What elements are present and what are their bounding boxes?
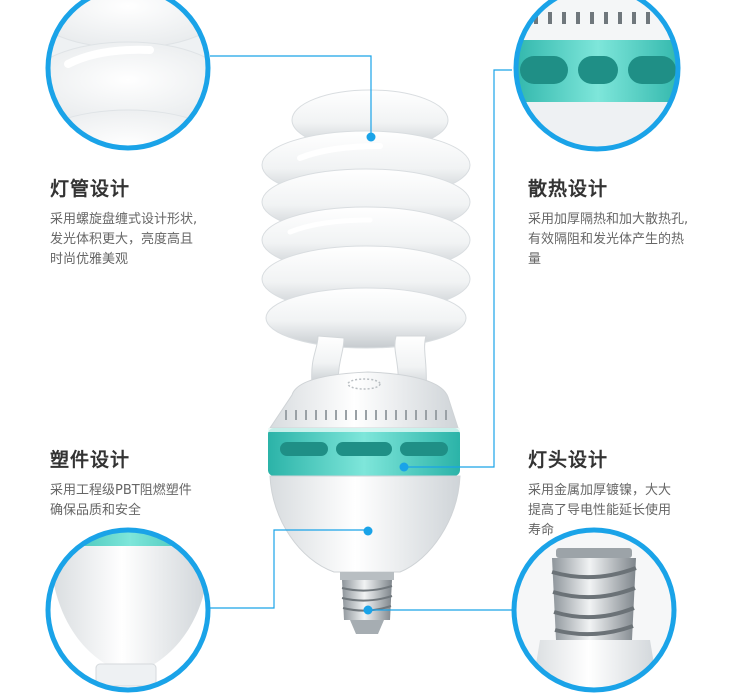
desc-line: 发光体积更大，亮度高且 — [50, 232, 194, 247]
feature-heat: 散热设计 采用加厚隔热和加大散热孔, 有效隔阻和发光体产生的热 量 — [528, 174, 738, 270]
desc-line: 量 — [528, 252, 542, 267]
feature-cap: 灯头设计 采用金属加厚镀镍，大大 提高了导电性能延长使用 寿命 — [528, 445, 738, 541]
desc-line: 寿命 — [528, 523, 555, 538]
desc-line: 采用金属加厚镀镍，大大 — [528, 483, 672, 498]
detail-circle-plastic — [45, 527, 211, 693]
feature-plastic: 塑件设计 采用工程级PBT阻燃塑件 确保品质和安全 — [50, 445, 260, 521]
feature-desc: 采用螺旋盘缠式设计形状, 发光体积更大，亮度高且 时尚优雅美观 — [50, 210, 260, 270]
feature-title: 散热设计 — [528, 178, 609, 200]
feature-title: 灯头设计 — [528, 449, 609, 471]
desc-line: 有效隔阻和发光体产生的热 — [528, 232, 685, 247]
callout-dots — [363, 132, 409, 615]
feature-title: 灯管设计 — [50, 178, 131, 200]
feature-desc: 采用加厚隔热和加大散热孔, 有效隔阻和发光体产生的热 量 — [528, 210, 738, 270]
desc-line: 采用加厚隔热和加大散热孔, — [528, 212, 689, 227]
desc-line: 采用螺旋盘缠式设计形状, — [50, 212, 198, 227]
callout-dot-icon — [363, 526, 373, 536]
feature-title: 塑件设计 — [50, 449, 131, 471]
feature-desc: 采用工程级PBT阻燃塑件 确保品质和安全 — [50, 481, 260, 521]
feature-desc: 采用金属加厚镀镍，大大 提高了导电性能延长使用 寿命 — [528, 481, 738, 541]
spiral-tube — [261, 89, 471, 393]
callout-lines — [210, 55, 514, 611]
desc-line: 采用工程级PBT阻燃塑件 — [50, 483, 192, 498]
plastic-body — [269, 475, 461, 573]
callout-dot-icon — [363, 605, 373, 615]
detail-circle-cap — [511, 527, 677, 693]
feature-tube: 灯管设计 采用螺旋盘缠式设计形状, 发光体积更大，亮度高且 时尚优雅美观 — [50, 174, 260, 270]
desc-line: 确保品质和安全 — [50, 503, 142, 518]
desc-line: 提高了导电性能延长使用 — [528, 503, 672, 518]
desc-line: 时尚优雅美观 — [50, 252, 129, 267]
detail-circle-tube — [45, 0, 211, 151]
housing-top — [269, 371, 459, 429]
bulb-main — [261, 89, 471, 634]
metal-cap — [340, 572, 394, 634]
detail-circle-heat — [513, 0, 681, 152]
callout-dot-icon — [399, 462, 409, 472]
heat-band — [268, 428, 460, 476]
callout-dot-icon — [366, 132, 376, 142]
